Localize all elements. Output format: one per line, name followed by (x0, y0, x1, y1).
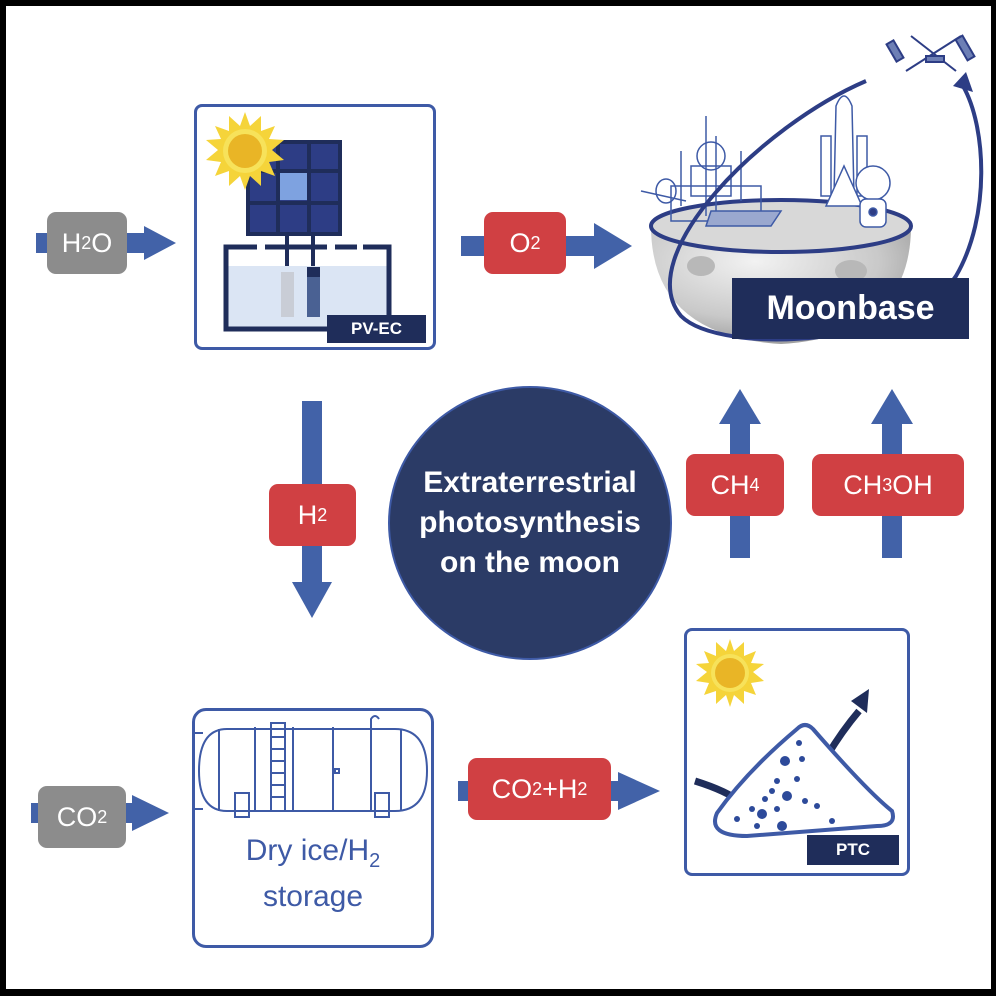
diagram-canvas: PV-EC (6, 6, 991, 989)
center-title-line3: on the moon (440, 546, 620, 579)
storage-label-line2: storage (262, 880, 364, 913)
center-title-line2: photosynthesis (419, 506, 641, 539)
ptc-label: PTC (807, 835, 899, 865)
center-title-circle: Extraterrestrial photosynthesis on the m… (388, 386, 672, 660)
center-title-line1: Extraterrestrial (423, 466, 637, 499)
ptc-unit: PTC (684, 628, 910, 876)
space-station-icon (885, 34, 976, 72)
storage-label: Dry ice/H2 storage (195, 833, 431, 915)
pvec-unit: PV-EC (194, 104, 436, 350)
pvec-label: PV-EC (327, 315, 426, 343)
sun-icon (206, 112, 284, 190)
moonbase-label: Moonbase (732, 278, 969, 339)
catalyst-pile-icon (693, 689, 895, 839)
storage-unit: Dry ice/H2 storage (192, 708, 434, 948)
storage-label-line1: Dry ice/H2 (245, 834, 381, 872)
sun-icon (696, 639, 764, 707)
storage-tank-icon (195, 715, 429, 818)
